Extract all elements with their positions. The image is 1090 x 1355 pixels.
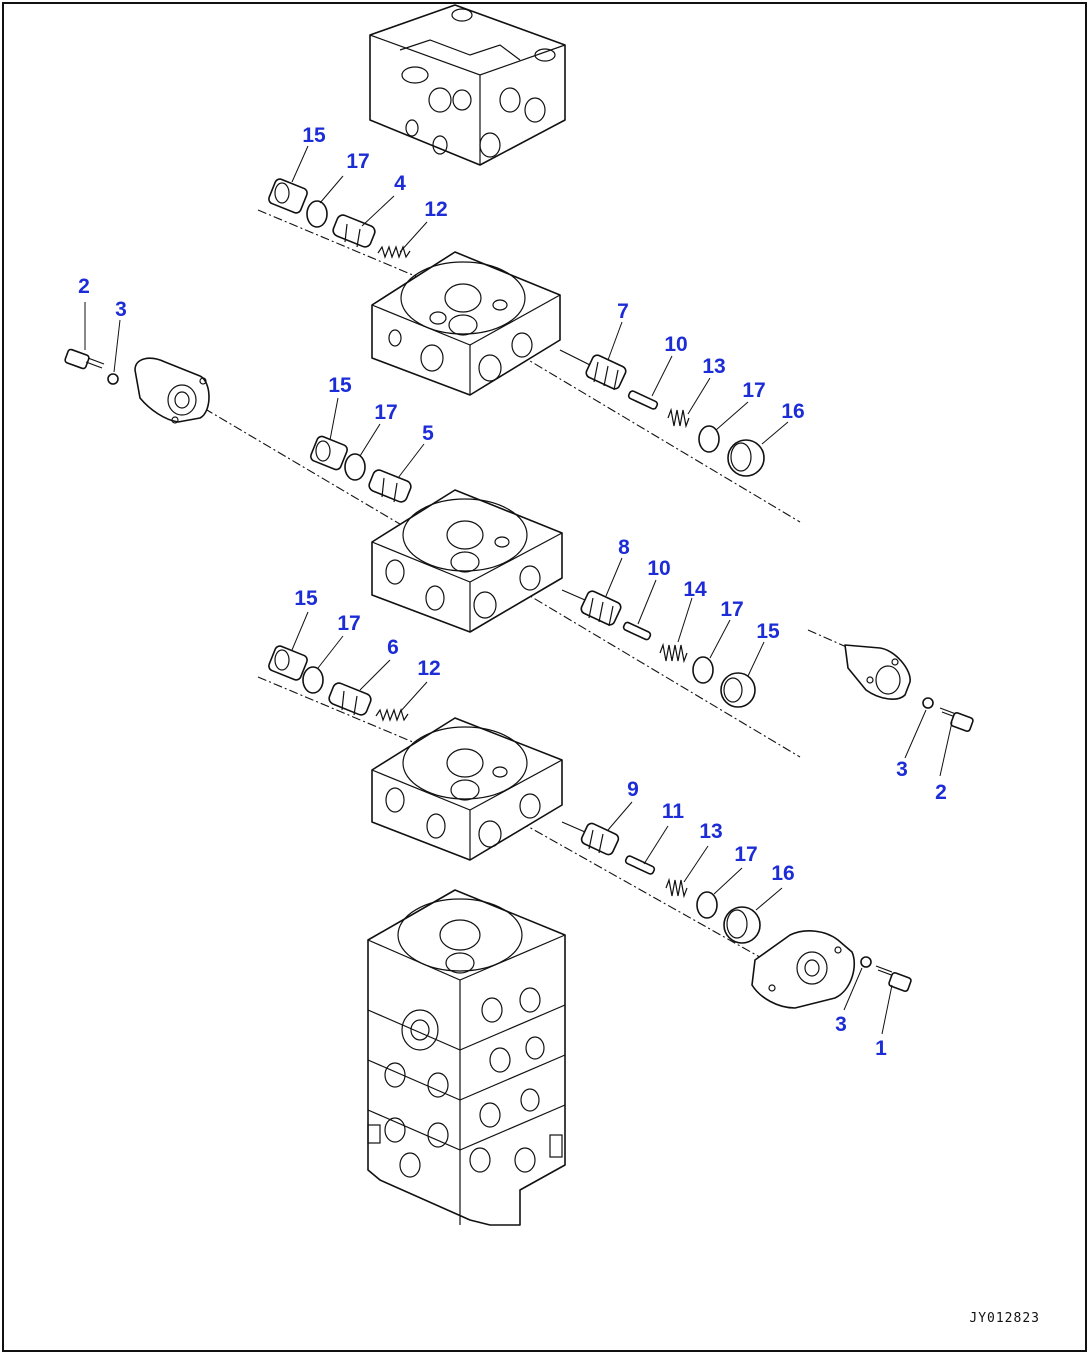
valve-6 (328, 682, 372, 716)
callout-14: 14 (683, 578, 707, 601)
callout-17: 17 (346, 150, 369, 173)
plug-15a (268, 178, 308, 214)
callout-17: 17 (720, 598, 743, 621)
spring-12a (377, 245, 411, 259)
spring-13b (665, 877, 688, 899)
plug-15d (268, 645, 308, 681)
callout-3: 3 (115, 298, 127, 321)
plug-16b (723, 906, 761, 944)
spring-13a (667, 407, 690, 429)
washer-3c (860, 956, 872, 968)
callout-6: 6 (387, 636, 399, 659)
stopper-11 (624, 855, 656, 875)
axis-line-3 (519, 589, 801, 758)
o-ring-17b (698, 425, 720, 453)
o-ring-17d (692, 656, 714, 684)
lower-valve-section (371, 717, 563, 861)
spring-14 (659, 642, 688, 664)
callout-15: 15 (294, 587, 318, 610)
valve-5 (368, 469, 412, 503)
axis-line-2 (189, 399, 411, 531)
cap-actuator-lower (751, 930, 856, 1009)
callout-10: 10 (664, 333, 687, 356)
spool-8 (561, 589, 622, 627)
figure-code: JY012823 (969, 1311, 1040, 1326)
callout-5: 5 (422, 422, 434, 445)
leader-lines (84, 145, 953, 1035)
callout-8: 8 (618, 536, 630, 559)
callout-16: 16 (781, 400, 804, 423)
callout-4: 4 (394, 172, 406, 195)
callout-9: 9 (627, 778, 639, 801)
main-valve-stack (367, 889, 566, 1226)
axis-line-5a (257, 676, 421, 746)
plug-15c (720, 672, 756, 708)
o-ring-17c (344, 453, 366, 481)
bolt-1 (875, 965, 912, 992)
callout-16: 16 (771, 862, 794, 885)
top-cover-housing (369, 4, 566, 166)
bolt-2a (64, 348, 105, 370)
stopper-10b (622, 621, 652, 641)
callout-11: 11 (662, 800, 685, 823)
callout-13: 13 (699, 820, 722, 843)
callout-17: 17 (734, 843, 757, 866)
callout-3: 3 (835, 1013, 847, 1036)
callout-17: 17 (742, 379, 765, 402)
callout-12: 12 (424, 198, 447, 221)
spool-9 (561, 821, 620, 856)
plug-16a (727, 439, 765, 477)
callout-2: 2 (78, 275, 90, 298)
upper-valve-section (371, 251, 561, 396)
axis-line-1b (519, 354, 801, 523)
o-ring-17e (302, 666, 324, 694)
callout-12: 12 (417, 657, 440, 680)
callout-7: 7 (617, 300, 629, 323)
callout-3: 3 (896, 758, 908, 781)
stopper-10a (627, 390, 659, 410)
callout-15: 15 (302, 124, 326, 147)
axis-line-5b (519, 821, 766, 961)
o-ring-17a (306, 200, 328, 228)
callout-13: 13 (702, 355, 725, 378)
callout-17: 17 (374, 401, 397, 424)
middle-valve-section (371, 489, 563, 633)
callout-1: 1 (875, 1037, 887, 1060)
callout-10: 10 (647, 557, 670, 580)
valve-4 (332, 214, 376, 248)
cap-actuator-right (844, 644, 911, 700)
callout-17: 17 (337, 612, 360, 635)
washer-3a (107, 373, 119, 385)
callout-2: 2 (935, 781, 947, 804)
o-ring-17f (696, 891, 718, 919)
callout-15: 15 (328, 374, 352, 397)
bolt-2b (939, 707, 974, 732)
washer-3b (922, 697, 934, 709)
spool-7 (559, 349, 627, 391)
plug-15b (310, 435, 348, 471)
spring-12b (375, 708, 409, 722)
callout-15: 15 (756, 620, 780, 643)
axis-line-1a (257, 209, 421, 279)
cap-actuator-left (134, 357, 210, 424)
